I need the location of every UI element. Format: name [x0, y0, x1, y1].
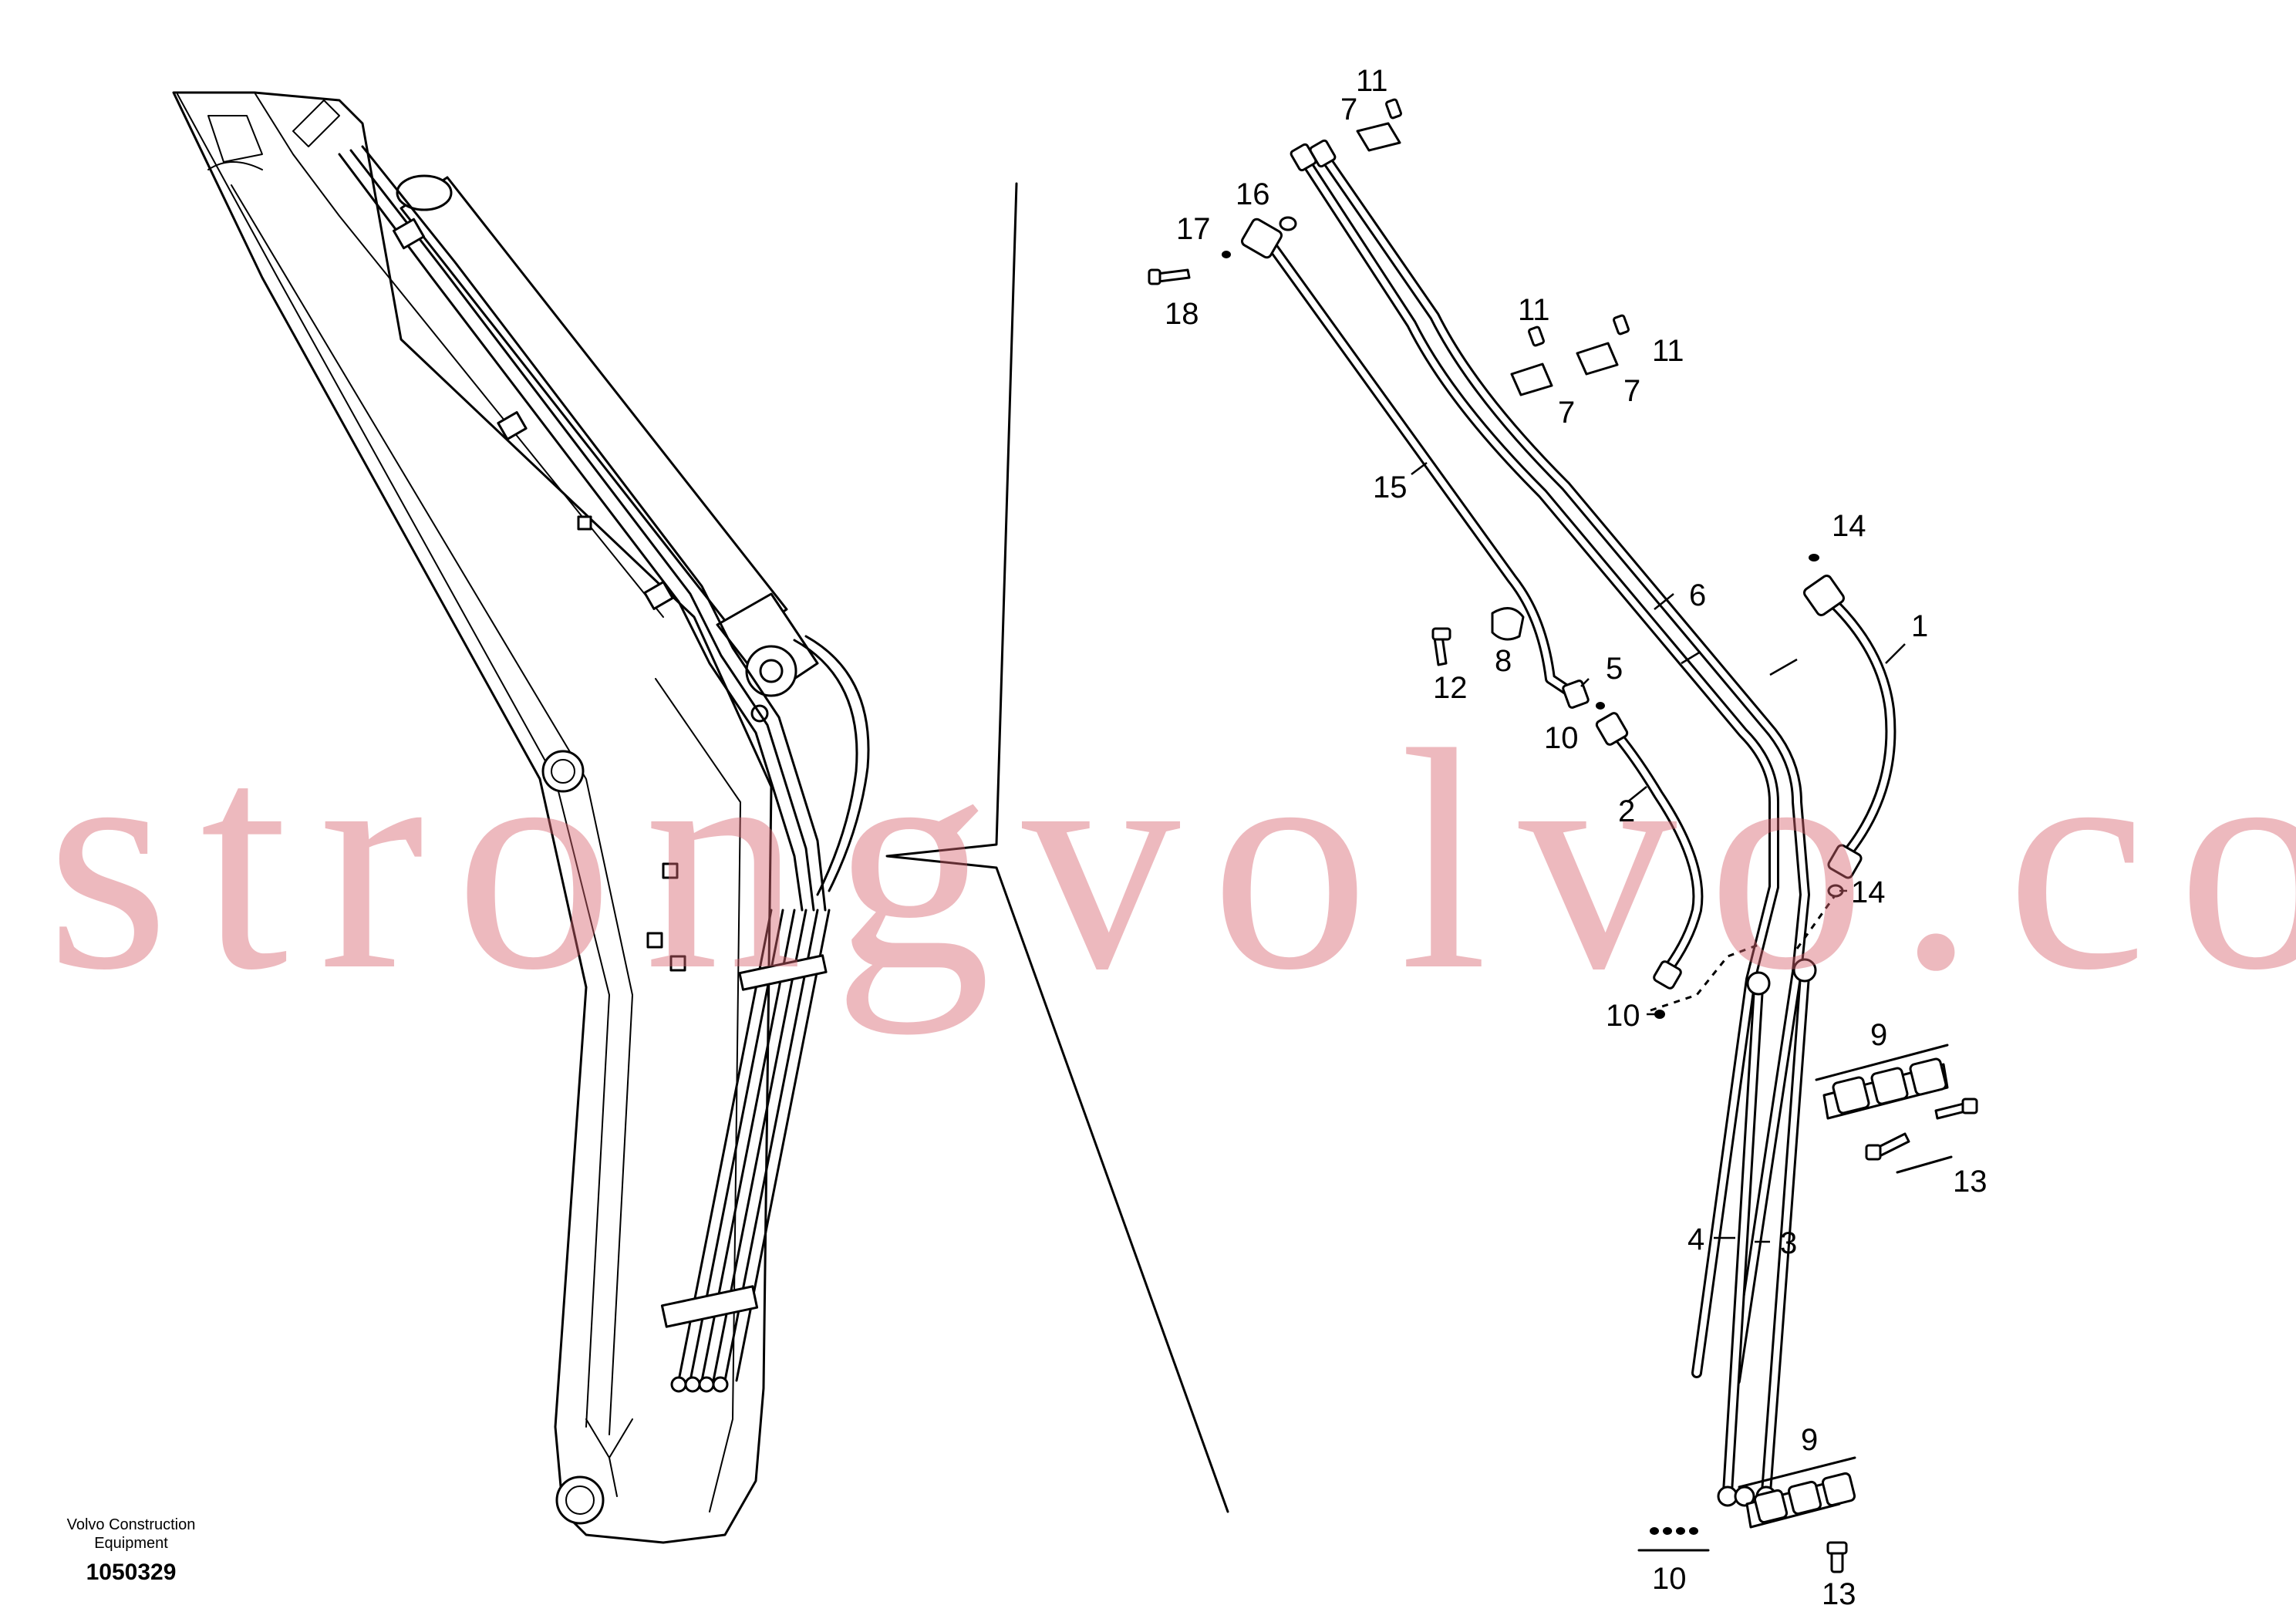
hose-2 — [1595, 712, 1704, 990]
callout-9: 9 — [1801, 1423, 1818, 1457]
callout-4: 4 — [1687, 1222, 1704, 1256]
callout-7: 7 — [1340, 93, 1357, 126]
callout-16: 16 — [1236, 177, 1270, 211]
drawing-number: 1050329 — [86, 1560, 177, 1585]
footer-company: Volvo Construction Equipment — [42, 1516, 220, 1553]
callout-3: 3 — [1780, 1226, 1797, 1260]
bolt-11 — [1385, 98, 1402, 120]
bolt-18 — [1148, 268, 1191, 285]
clip-7 — [1356, 122, 1401, 152]
clip-7 — [1576, 342, 1619, 376]
o-ring-14 — [1809, 554, 1819, 561]
callout-8: 8 — [1495, 644, 1512, 678]
o-ring-10 — [1596, 702, 1605, 710]
footer-company-line1: Volvo Construction — [66, 1516, 196, 1533]
bolt-13 — [1865, 1098, 1978, 1161]
callout-11: 11 — [1356, 64, 1388, 98]
callout-14: 14 — [1851, 875, 1886, 909]
clamp-8 — [1491, 607, 1525, 641]
callout-10: 10 — [1544, 721, 1579, 755]
hose-clamp — [643, 581, 674, 610]
callout-9: 9 — [1870, 1018, 1887, 1052]
tube-3 — [1761, 970, 1810, 1498]
tube-4 — [1722, 982, 1764, 1498]
boom-assembly — [172, 91, 870, 1544]
boom-foot-pin — [555, 1475, 605, 1525]
o-ring-17 — [1222, 251, 1231, 258]
tube-clamp — [660, 1285, 759, 1328]
bracket — [577, 515, 592, 531]
callout-13: 13 — [1953, 1165, 1988, 1199]
clip-7 — [1510, 363, 1553, 396]
hose-clamp — [497, 411, 528, 440]
callout-10: 10 — [1606, 999, 1640, 1033]
bolt-11 — [1528, 325, 1545, 347]
boom-pin — [541, 750, 585, 793]
bracket — [669, 955, 686, 972]
o-ring-set-10 — [1637, 1527, 1710, 1552]
callout-7: 7 — [1558, 396, 1575, 430]
tube-clamp — [738, 954, 828, 991]
zoom-wedge — [885, 182, 1229, 1513]
tube-6 — [1317, 149, 1810, 1386]
callout-2: 2 — [1618, 794, 1635, 828]
clamp-set-9 — [1815, 1044, 1949, 1120]
clamp-bracket-line — [1896, 1155, 1953, 1174]
tube-5 — [1298, 153, 1779, 1378]
bolt-13 — [1826, 1541, 1848, 1573]
callout-11: 11 — [1518, 293, 1550, 327]
callout-5: 5 — [1606, 652, 1623, 686]
bracket — [662, 862, 679, 879]
boom-cylinder — [396, 174, 819, 723]
callout-6: 6 — [1689, 578, 1706, 612]
callout-14: 14 — [1832, 509, 1866, 543]
callout-15: 15 — [1373, 470, 1408, 504]
hose-clamp — [393, 218, 425, 250]
clamp-set-9 — [1738, 1456, 1856, 1529]
hose-15 — [1241, 218, 1590, 709]
bolt-12 — [1431, 627, 1451, 666]
callout-labels: 11 7 16 17 18 11 11 7 7 15 14 6 5 1 8 12… — [1165, 64, 1988, 1611]
footer-company-line2: Equipment — [94, 1535, 168, 1552]
callout-11: 11 — [1652, 334, 1684, 368]
callout-13: 13 — [1822, 1577, 1856, 1611]
callout-12: 12 — [1433, 671, 1468, 705]
exploded-parts — [1148, 98, 1978, 1573]
callout-18: 18 — [1165, 297, 1199, 331]
o-ring-16 — [1279, 216, 1297, 231]
callout-1: 1 — [1911, 609, 1928, 643]
bolt-11 — [1613, 314, 1630, 336]
callout-10: 10 — [1652, 1562, 1687, 1596]
o-ring-10 — [1654, 1010, 1665, 1019]
callout-17: 17 — [1176, 212, 1211, 246]
callout-7: 7 — [1623, 374, 1640, 408]
bracket — [646, 932, 663, 949]
hose-1 — [1803, 575, 1896, 879]
